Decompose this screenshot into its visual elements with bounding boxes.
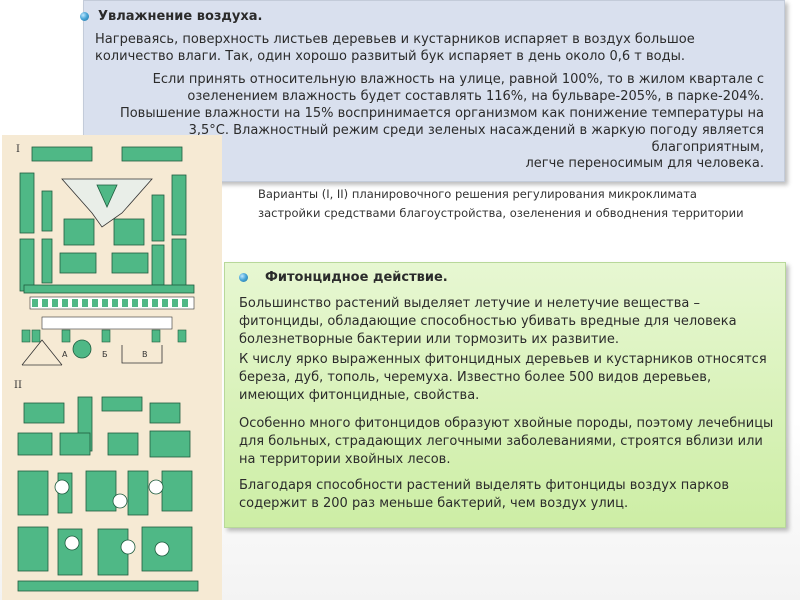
label-A: А xyxy=(62,350,68,359)
bullet-icon xyxy=(239,273,248,282)
humidity-text-box: Увлажнение воздуха. Нагреваясь, поверхно… xyxy=(80,0,785,182)
humidity-heading-text: Увлажнение воздуха. xyxy=(98,9,263,24)
phytoncide-heading-text: Фитонцидное действие. xyxy=(265,270,448,285)
phytoncide-paragraph-1: Большинство растений выделяет летучие и … xyxy=(239,296,737,347)
phytoncide-paragraph-4: Благодаря способности растений выделять … xyxy=(239,478,729,511)
humidity-paragraph-3: легче переносимым для человека. xyxy=(525,156,764,171)
phytoncide-paragraph-2: К числу ярко выраженных фитонцидных дере… xyxy=(239,352,767,403)
planning-variants-figure: I xyxy=(2,135,222,600)
phytoncide-text-box: Фитонцидное действие. Большинство растен… xyxy=(224,262,786,528)
bullet-icon xyxy=(80,12,89,21)
humidity-paragraph-2: Если принять относительную влажность на … xyxy=(119,72,764,155)
site-plan-drawing: I xyxy=(2,135,222,600)
label-B: Б xyxy=(102,350,108,359)
humidity-heading: Увлажнение воздуха. xyxy=(80,8,263,25)
phytoncide-paragraph-3: Особенно много фитонцидов образуют хвойн… xyxy=(239,416,774,467)
figure-caption: Варианты (I, II) планировочного решения … xyxy=(258,187,744,220)
humidity-paragraph-1: Нагреваясь, поверхность листьев деревьев… xyxy=(95,32,695,64)
phytoncide-heading: Фитонцидное действие. xyxy=(239,269,448,287)
label-variant-II: II xyxy=(14,380,22,391)
label-V: В xyxy=(142,350,148,359)
label-variant-I: I xyxy=(16,144,20,155)
